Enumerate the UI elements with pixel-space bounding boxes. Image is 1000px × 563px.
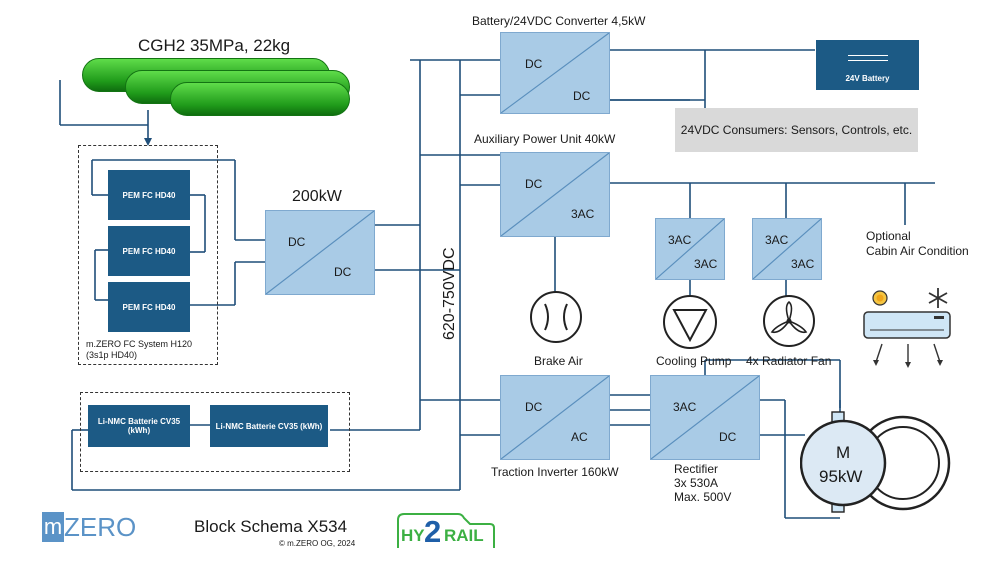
hy2rail-logo: HY 2 RAIL (396, 508, 496, 552)
pump-converter-out: 3AC (694, 257, 718, 271)
traction-inverter-out: AC (571, 430, 588, 444)
dcdc-main-out: DC (334, 265, 352, 279)
dcdc-main-converter: DC DC (265, 210, 375, 295)
pump-converter: 3AC 3AC (655, 218, 725, 280)
battery-24v: 24V Battery (816, 40, 919, 90)
hy2rail-2: 2 (424, 514, 442, 549)
apu-in: DC (525, 177, 543, 191)
rectifier-label-1: Rectifier (674, 462, 719, 476)
cabin-label-1: Optional (866, 229, 911, 243)
hydrogen-tank-3 (170, 82, 350, 116)
pump-icon (663, 295, 717, 349)
sun-icon (872, 290, 888, 306)
traction-inverter-in: DC (525, 400, 543, 414)
apu-converter: DC 3AC (500, 152, 610, 237)
battery-24v-label: 24V Battery (845, 74, 890, 83)
converter-24v-title: Battery/24VDC Converter 4,5kW (472, 14, 646, 28)
fan-converter: 3AC 3AC (752, 218, 822, 280)
fan-icon (763, 295, 815, 347)
fc-module-3: PEM FC HD40 (108, 282, 190, 332)
motor-icon (800, 411, 951, 513)
fc-module-1: PEM FC HD40 (108, 170, 190, 220)
converter-24v-in: DC (525, 57, 543, 71)
fc-system-frame (78, 145, 218, 365)
hy2rail-hy: HY (401, 526, 425, 545)
pump-converter-in: 3AC (668, 233, 692, 247)
hy2rail-rail: RAIL (444, 526, 484, 545)
motor-power: 95kW (819, 467, 863, 486)
cooling-pump-label: Cooling Pump (656, 354, 732, 368)
tank-label: CGH2 35MPa, 22kg (138, 36, 291, 55)
rectifier-in: 3AC (673, 400, 697, 414)
mzero-logo-m: m (42, 512, 64, 542)
fc-system-caption-1: m.ZERO FC System H120 (86, 339, 193, 349)
schema-title: Block Schema X534 (194, 517, 348, 536)
motor-letter: M (836, 443, 851, 462)
apu-title: Auxiliary Power Unit 40kW (474, 132, 616, 146)
converter-24v-out: DC (573, 89, 591, 103)
dcdc-main-in: DC (288, 235, 306, 249)
radiator-fan-label: 4x Radiator Fan (746, 354, 832, 368)
rectifier-out: DC (719, 430, 737, 444)
bus-voltage-label: 620-750VDC (441, 247, 458, 341)
fc-system-caption-2: (3s1p HD40) (86, 350, 138, 360)
copyright: © m.ZERO OG, 2024 (279, 539, 356, 548)
fan-converter-out: 3AC (791, 257, 815, 271)
rectifier: 3AC DC (650, 375, 760, 460)
air-conditioner-icon (863, 311, 951, 368)
apu-out: 3AC (571, 207, 595, 221)
rectifier-label-2: 3x 530A (674, 476, 719, 490)
mzero-logo: mZERO (42, 512, 136, 544)
traction-inverter-title: Traction Inverter 160kW (491, 465, 619, 479)
consumers-24v: 24VDC Consumers: Sensors, Controls, etc. (675, 108, 918, 152)
brake-air-label: Brake Air (534, 354, 583, 368)
battery-frame (80, 392, 350, 472)
fc-module-2: PEM FC HD40 (108, 226, 190, 276)
converter-24v: DC DC (500, 32, 610, 114)
mzero-logo-zero: ZERO (64, 512, 137, 542)
fan-converter-in: 3AC (765, 233, 789, 247)
snowflake-icon (928, 288, 948, 308)
cabin-label-2: Cabin Air Condition (866, 244, 969, 258)
battery-2: Li-NMC Batterie CV35 (kWh) (210, 405, 328, 447)
traction-inverter: DC AC (500, 375, 610, 460)
compressor-icon (530, 291, 582, 343)
dcdc-main-title: 200kW (292, 188, 342, 205)
battery-1: Li-NMC Batterie CV35 (kWh) (88, 405, 190, 447)
rectifier-label-3: Max. 500V (674, 490, 732, 504)
